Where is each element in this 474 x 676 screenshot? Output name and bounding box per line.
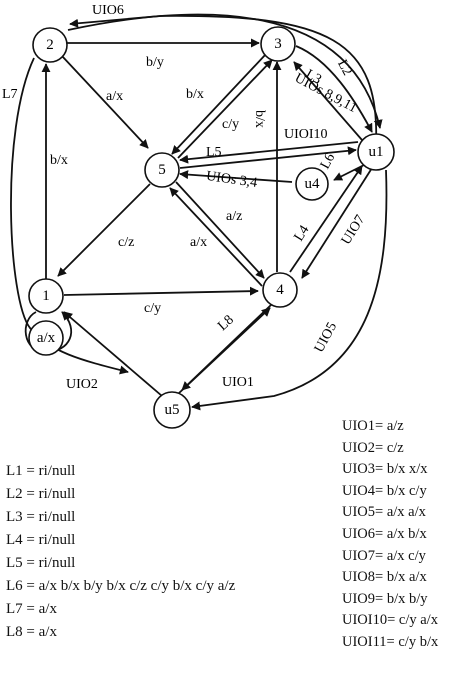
edge-3-5 bbox=[171, 53, 267, 155]
legend-right-item: UIOI11= c/y b/x bbox=[342, 633, 439, 650]
node-3-label: 3 bbox=[274, 36, 282, 52]
edge-1-4 bbox=[63, 286, 259, 296]
label-bx-1-2: b/x bbox=[50, 153, 68, 168]
label-cy-1-4: c/y bbox=[144, 301, 161, 316]
label-l6: L6 bbox=[318, 151, 339, 172]
edge-4-u1-l4 bbox=[289, 165, 363, 273]
edge-2-u1-l2 bbox=[67, 13, 383, 129]
label-l7: L7 bbox=[2, 87, 18, 102]
state-diagram: UIO6 b/y a/x L7 b/x b/x c/y b/x L3 L2 UI… bbox=[2, 3, 395, 429]
edge-2-5 bbox=[61, 55, 149, 149]
node-1: 1 bbox=[28, 278, 64, 314]
edge-3-u1-l3 bbox=[295, 45, 373, 133]
edge-l7-loop bbox=[10, 57, 129, 375]
edge-u4-5-uios bbox=[179, 170, 293, 183]
legend-left-item: L7 = a/x bbox=[6, 601, 57, 617]
edge-4-u5 bbox=[181, 303, 273, 391]
label-uioi10: UIOI10 bbox=[284, 127, 328, 142]
edge-u1-u5-uio5 bbox=[191, 169, 388, 411]
node-u4: u4 bbox=[295, 167, 329, 201]
edges bbox=[10, 13, 388, 411]
label-l4: L4 bbox=[292, 223, 313, 244]
edge-u5-1-uio2 bbox=[63, 311, 163, 397]
node-1-label: 1 bbox=[42, 288, 50, 304]
label-l3: L3 bbox=[303, 67, 324, 88]
label-bx-3-5: b/x bbox=[186, 87, 204, 102]
legend-left-item: L2 = ri/null bbox=[6, 486, 76, 502]
legend-right-item: UIO2= c/z bbox=[342, 439, 404, 456]
label-uio5: UIO5 bbox=[312, 320, 340, 355]
legend-right-item: UIO3= b/x x/x bbox=[342, 461, 428, 478]
label-cz-5-1: c/z bbox=[118, 235, 134, 250]
legend-right: UIO1= a/z UIO2= c/z UIO3= b/x x/x UIO4= … bbox=[342, 416, 438, 654]
edge-5-4 bbox=[175, 181, 265, 279]
label-l2: L2 bbox=[334, 57, 355, 78]
node-u5: u5 bbox=[153, 391, 191, 429]
label-uios-34: UIOs 3,4 bbox=[205, 169, 258, 191]
edge-5-3 bbox=[177, 59, 273, 159]
label-l8: L8 bbox=[215, 313, 237, 335]
label-by-2-3: b/y bbox=[146, 55, 164, 70]
node-2-label: 2 bbox=[46, 37, 54, 53]
label-bx-mid: b/x bbox=[252, 110, 267, 128]
label-uio7: UIO7 bbox=[339, 213, 369, 248]
legend-left-item: L1 = ri/null bbox=[6, 463, 76, 479]
label-uio6: UIO6 bbox=[92, 3, 124, 18]
edge-u1-3-uios bbox=[293, 61, 363, 141]
label-uio2: UIO2 bbox=[66, 377, 98, 392]
legend-right-item: UIOI10= c/y a/x bbox=[342, 612, 438, 629]
node-4: 4 bbox=[262, 272, 298, 308]
legend-right-item: UIO1= a/z bbox=[342, 418, 404, 434]
legend-left-item: L6 = a/x b/x b/y b/x c/z c/y b/x c/y a/z bbox=[6, 578, 236, 594]
label-ax-4-5: a/x bbox=[190, 235, 207, 250]
edge-5-1 bbox=[57, 183, 151, 277]
legend-right-item: UIO8= b/x a/x bbox=[342, 569, 427, 586]
self-loop-label: a/x bbox=[37, 330, 56, 346]
label-cy-5-3: c/y bbox=[222, 117, 239, 132]
legend-left-item: L3 = ri/null bbox=[6, 509, 76, 525]
legend-left-item: L4 = ri/null bbox=[6, 532, 76, 548]
legend-right-item: UIO9= b/x b/y bbox=[342, 590, 428, 607]
legend-left-item: L8 = a/x bbox=[6, 624, 57, 640]
label-ax-2-5: a/x bbox=[106, 89, 123, 104]
node-u1: u1 bbox=[357, 133, 395, 171]
edge-u1-2-uio6 bbox=[69, 15, 378, 146]
legend-right-item: UIO5= a/x a/x bbox=[342, 504, 426, 521]
node-4-label: 4 bbox=[276, 282, 284, 298]
label-uio1: UIO1 bbox=[222, 375, 254, 390]
node-u1-label: u1 bbox=[369, 144, 384, 160]
node-5: 5 bbox=[144, 152, 180, 188]
node-u5-label: u5 bbox=[165, 402, 180, 418]
label-l5: L5 bbox=[206, 145, 222, 160]
legend-left: L1 = ri/null L2 = ri/null L3 = ri/null L… bbox=[6, 460, 235, 644]
legend-right-item: UIO4= b/x c/y bbox=[342, 482, 427, 499]
legend-left-item: L5 = ri/null bbox=[6, 555, 76, 571]
edge-u1-5-uioi10 bbox=[179, 141, 359, 164]
node-3: 3 bbox=[260, 26, 296, 62]
edge-u1-4-uio7 bbox=[301, 167, 373, 279]
legend-right-item: UIO6= a/x b/x bbox=[342, 525, 427, 542]
self-loop-node: a/x bbox=[28, 320, 64, 356]
edge-4-5 bbox=[169, 187, 263, 287]
label-az-5-4: a/z bbox=[226, 209, 242, 224]
edge-5-u1-l5 bbox=[179, 146, 357, 169]
legend-right-item: UIO7= a/x c/y bbox=[342, 547, 426, 564]
node-2: 2 bbox=[32, 27, 68, 63]
node-u4-label: u4 bbox=[305, 176, 321, 192]
node-5-label: 5 bbox=[158, 162, 166, 178]
